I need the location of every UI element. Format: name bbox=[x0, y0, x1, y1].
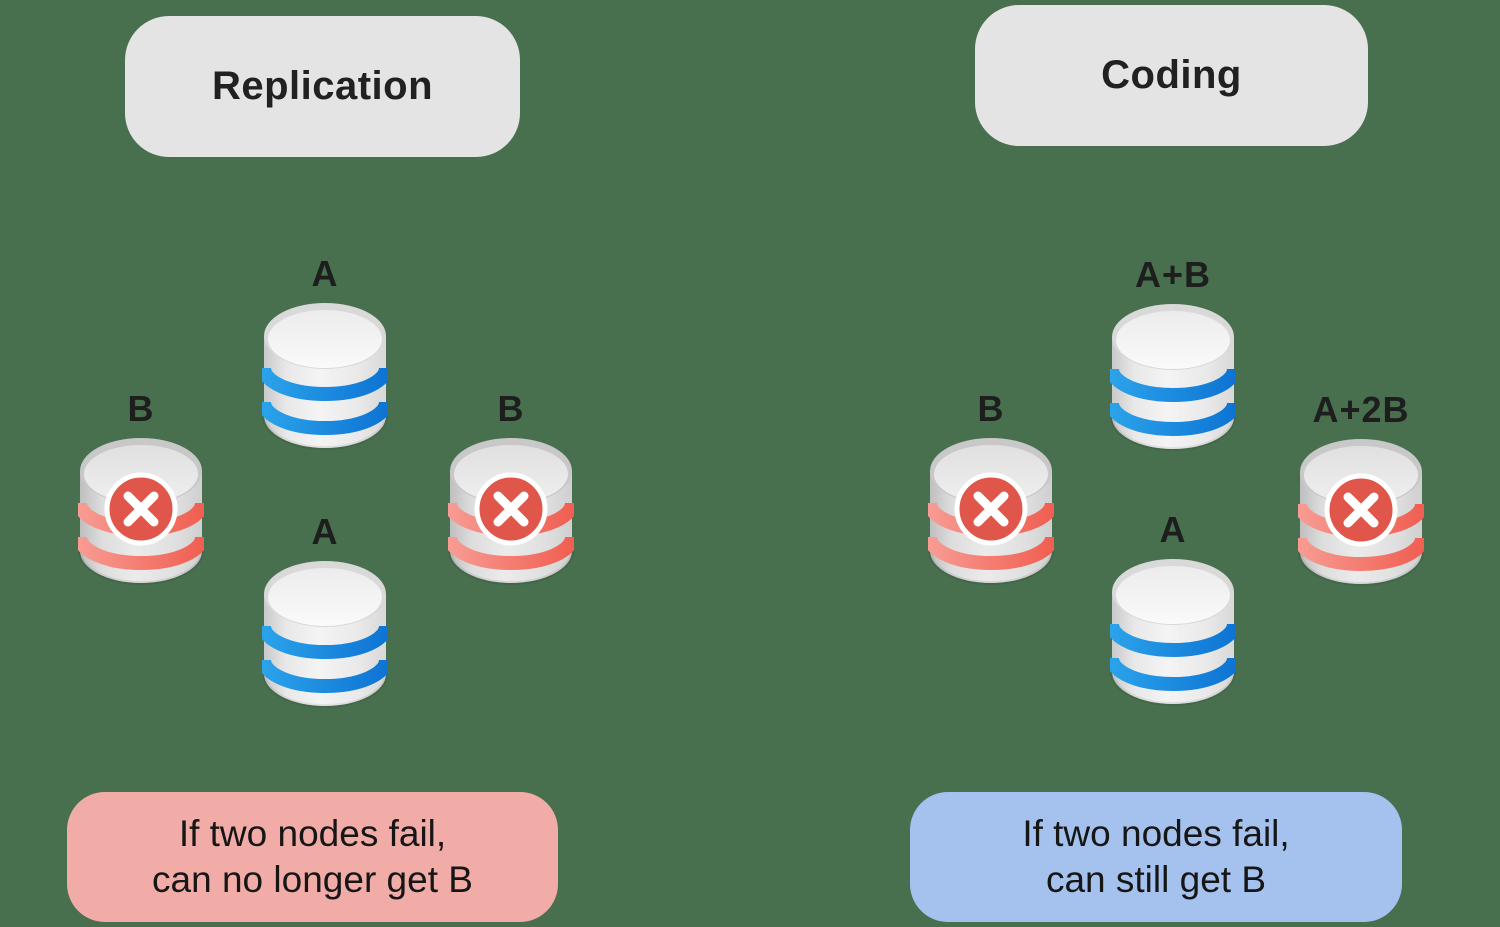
database-failed-icon bbox=[1298, 438, 1424, 586]
caption-line-1: If two nodes fail, bbox=[178, 813, 447, 854]
node-label: B bbox=[497, 388, 525, 429]
node-label: B bbox=[977, 388, 1005, 429]
caption-line-1: If two nodes fail, bbox=[1022, 813, 1290, 854]
replication-header: Replication bbox=[125, 16, 520, 157]
coding-node-left: B bbox=[928, 391, 1054, 585]
node-label: A bbox=[311, 253, 339, 294]
replication-node-bottom: A bbox=[262, 514, 388, 708]
database-failed-icon bbox=[448, 437, 574, 585]
coding-node-top: A+B bbox=[1110, 257, 1236, 451]
coding-caption: If two nodes fail, can still get B bbox=[910, 792, 1402, 922]
coding-header: Coding bbox=[975, 5, 1368, 146]
replication-node-top: A bbox=[262, 256, 388, 450]
node-label: A+2B bbox=[1312, 389, 1410, 430]
coding-node-right: A+2B bbox=[1298, 392, 1424, 586]
database-icon bbox=[262, 560, 388, 708]
replication-header-label: Replication bbox=[211, 64, 434, 108]
database-icon bbox=[1110, 303, 1236, 451]
database-failed-icon bbox=[78, 437, 204, 585]
database-icon bbox=[262, 302, 388, 450]
replication-node-right: B bbox=[448, 391, 574, 585]
database-failed-icon bbox=[928, 437, 1054, 585]
replication-caption: If two nodes fail, can no longer get B bbox=[67, 792, 558, 922]
node-label: A bbox=[311, 511, 339, 552]
coding-node-bottom: A bbox=[1110, 512, 1236, 706]
node-label: A+B bbox=[1134, 254, 1212, 295]
caption-line-2: can still get B bbox=[1045, 859, 1267, 900]
replication-node-left: B bbox=[78, 391, 204, 585]
coding-header-label: Coding bbox=[1101, 53, 1242, 97]
node-label: A bbox=[1159, 509, 1187, 550]
caption-line-2: can no longer get B bbox=[152, 859, 473, 900]
node-label: B bbox=[127, 388, 155, 429]
database-icon bbox=[1110, 558, 1236, 706]
